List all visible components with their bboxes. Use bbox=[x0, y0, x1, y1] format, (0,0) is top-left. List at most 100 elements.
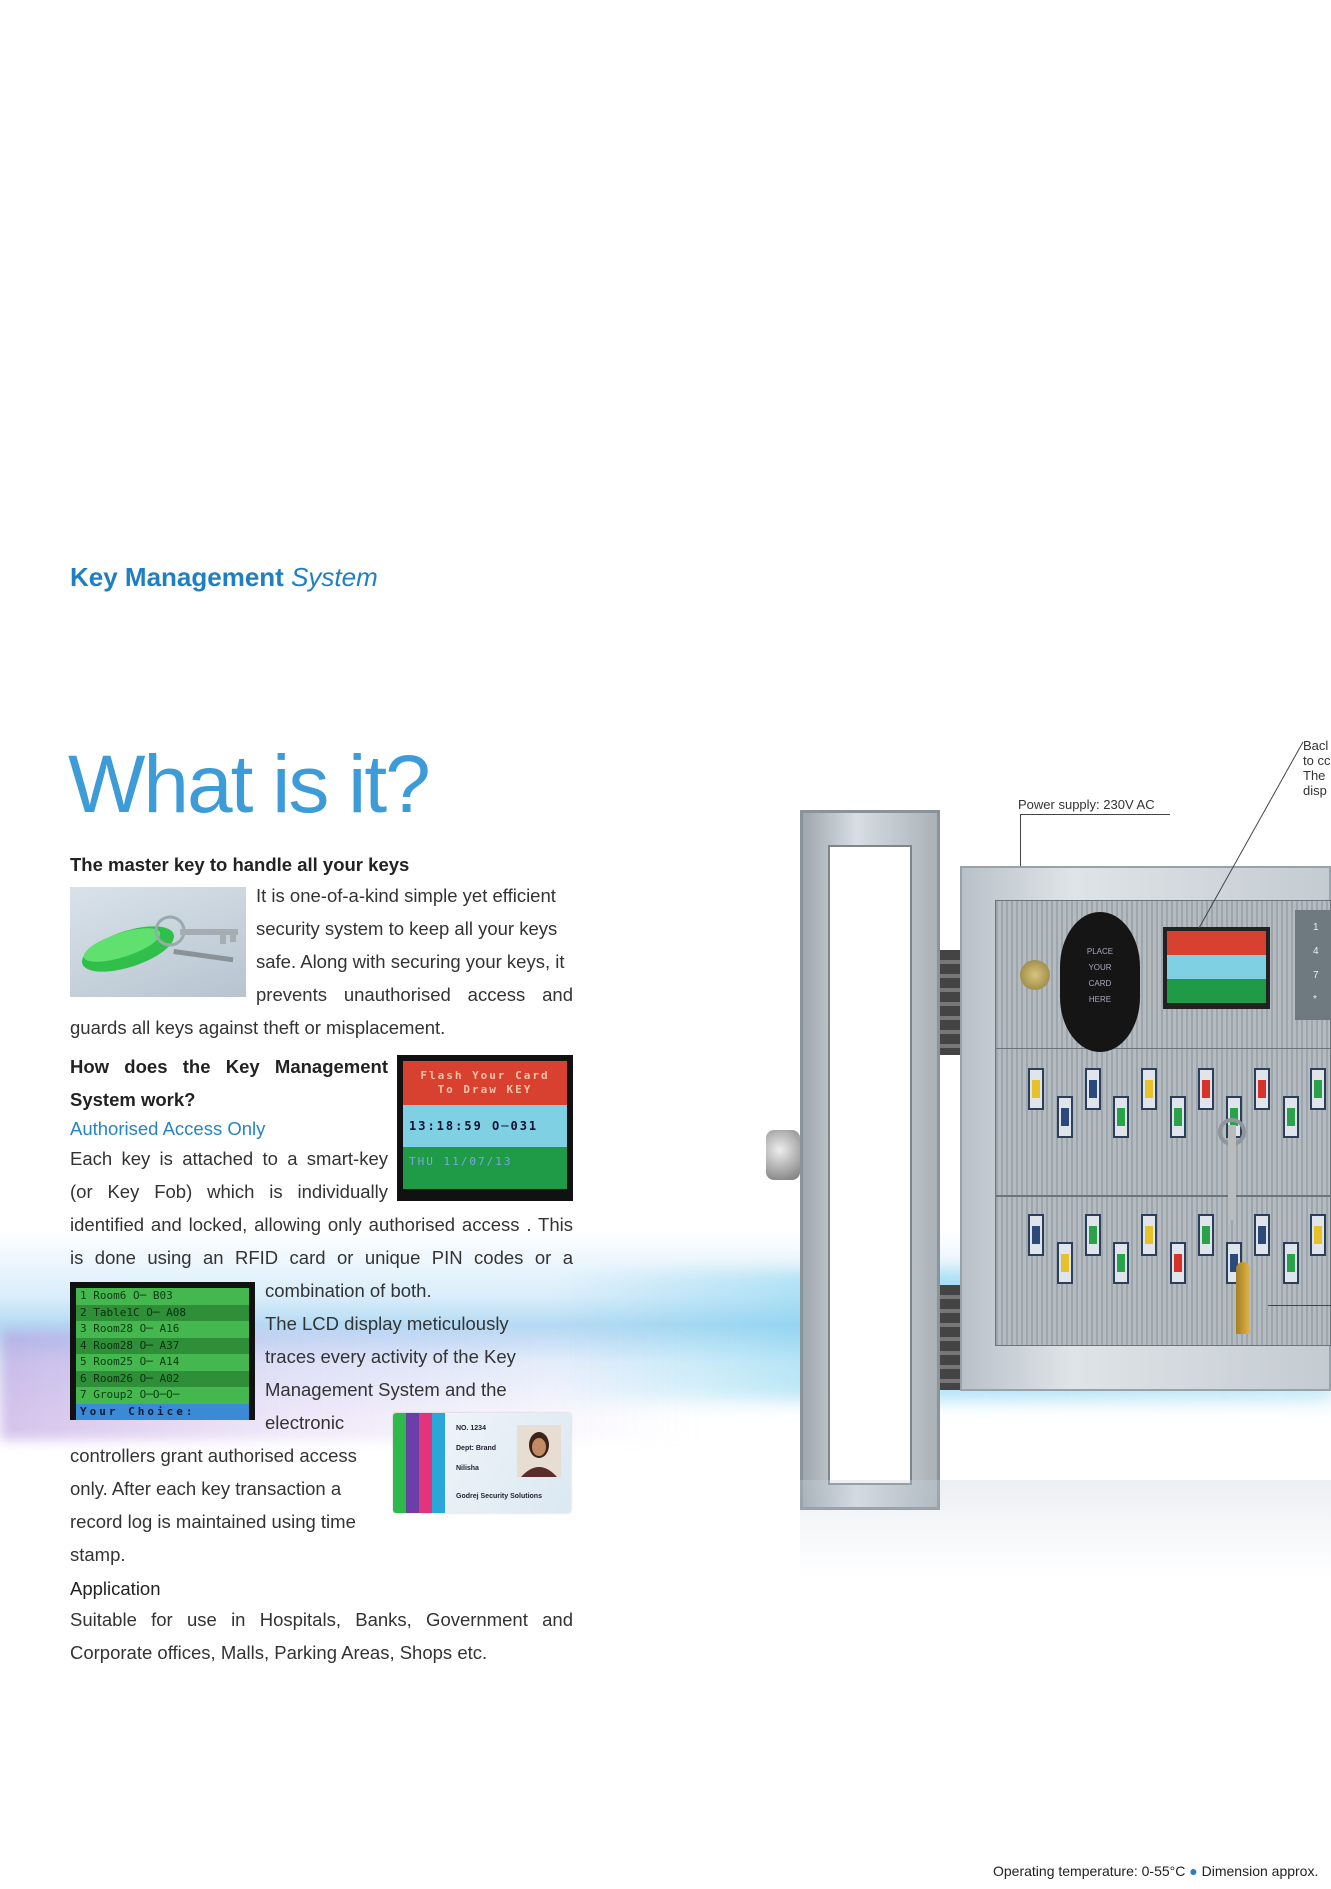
silver-key-shaft bbox=[1228, 1125, 1236, 1220]
key-slot bbox=[1310, 1214, 1326, 1256]
section2-line: The LCD display meticulously bbox=[265, 1313, 509, 1334]
cabinet-lcd bbox=[1163, 927, 1270, 1009]
key-slot bbox=[1113, 1242, 1129, 1284]
backlit-callout-line bbox=[1198, 741, 1304, 929]
section2-line: identified and locked, allowing only aut… bbox=[70, 1214, 573, 1235]
section1-line: safe. Along with securing your keys, it bbox=[256, 951, 565, 972]
card-stripe-pink bbox=[419, 1413, 432, 1513]
power-supply-callout: Power supply: 230V AC bbox=[1018, 797, 1155, 812]
callout-line bbox=[1268, 1305, 1331, 1306]
reader-text-line: PLACE bbox=[1086, 947, 1114, 956]
callout-line bbox=[1020, 814, 1170, 815]
card-stripe-green bbox=[393, 1413, 406, 1513]
lcd-display-key-list: 1 Room6 O─ B03 2 Table1C O─ A08 3 Room28… bbox=[70, 1282, 255, 1420]
reader-text-line: HERE bbox=[1088, 995, 1112, 1004]
cabinet-hinge bbox=[940, 1285, 962, 1390]
section2-line: Each key is attached to a smart-key bbox=[70, 1148, 388, 1169]
callout-line bbox=[1020, 814, 1021, 866]
bullet-dot-icon: ● bbox=[1189, 1863, 1198, 1879]
card-photo bbox=[517, 1425, 561, 1477]
keypad-keys: 1 4 7 * bbox=[1295, 910, 1331, 1012]
callout-line-text: The bbox=[1303, 768, 1326, 783]
card-name: Nilisha bbox=[456, 1465, 479, 1472]
callout-line-text: to cc bbox=[1303, 753, 1331, 768]
callout-line-text: Bacl bbox=[1303, 738, 1329, 753]
lcd-display-draw-key: Flash Your Card To Draw KEY 13:18:59 O─0… bbox=[397, 1055, 573, 1201]
lcd2-row: 6 Room26 O─ A02 bbox=[76, 1370, 249, 1387]
callout-line-text: disp bbox=[1303, 783, 1327, 798]
header-title-bold: Key Management bbox=[70, 562, 284, 592]
section2-line: traces every activity of the Key bbox=[265, 1346, 516, 1367]
lcd2-choice: Your Choice: bbox=[76, 1403, 249, 1420]
section3-line: Corporate offices, Malls, Parking Areas,… bbox=[70, 1642, 488, 1663]
section2-line: record log is maintained using time bbox=[70, 1511, 356, 1532]
rfid-id-card: NO. 1234 Dept: Brand Nilisha Godrej Secu… bbox=[393, 1413, 571, 1513]
section2-line: electronic bbox=[265, 1412, 345, 1433]
section2-line: Management System and the bbox=[265, 1379, 507, 1400]
lcd2-row: 5 Room25 O─ A14 bbox=[76, 1354, 249, 1371]
lcd1-row1a: Flash Your Card bbox=[420, 1069, 550, 1082]
key-slot bbox=[1310, 1068, 1326, 1110]
section2-title-line2: System work? bbox=[70, 1089, 196, 1110]
lock-icon bbox=[1020, 960, 1050, 990]
lcd2-row: 2 Table1C O─ A08 bbox=[76, 1304, 249, 1321]
lcd1-row1: Flash Your Card To Draw KEY bbox=[403, 1061, 567, 1105]
key-slot bbox=[1283, 1242, 1299, 1284]
section2-line: combination of both. bbox=[265, 1280, 432, 1301]
footer-temperature: Operating temperature: 0-55°C bbox=[993, 1863, 1186, 1879]
section1-line: prevents unauthorised access and bbox=[256, 984, 573, 1005]
card-stripe-blue bbox=[432, 1413, 445, 1513]
cabinet-keypad: 1 4 7 * bbox=[1295, 910, 1331, 1020]
key-slot bbox=[1141, 1214, 1157, 1256]
key-slot bbox=[1085, 1214, 1101, 1256]
section2-line: stamp. bbox=[70, 1544, 126, 1565]
keypad-key: 4 bbox=[1313, 946, 1319, 957]
key-slot bbox=[1198, 1068, 1214, 1110]
section1-title: The master key to handle all your keys bbox=[70, 854, 410, 875]
key-slot bbox=[1254, 1068, 1270, 1110]
lcd2-row: 3 Room28 O─ A16 bbox=[76, 1321, 249, 1338]
section2-text-b: identified and locked, allowing only aut… bbox=[70, 1208, 573, 1274]
card-stripe-purple bbox=[406, 1413, 419, 1513]
section2-text-a: Each key is attached to a smart-key (or … bbox=[70, 1142, 388, 1208]
card-number: NO. 1234 bbox=[456, 1425, 486, 1432]
section3-line: Suitable for use in Hospitals, Banks, Go… bbox=[70, 1609, 573, 1630]
section3-title: Application bbox=[70, 1578, 161, 1599]
reader-text: PLACE YOUR CARD HERE bbox=[1080, 944, 1120, 1008]
cabinet-hinge bbox=[940, 950, 962, 1055]
keypad-key: 7 bbox=[1313, 970, 1319, 981]
lcd1-row2: 13:18:59 O─031 bbox=[403, 1105, 567, 1147]
key-slot bbox=[1057, 1096, 1073, 1138]
rfid-reader bbox=[1060, 912, 1140, 1052]
page-heading: What is it? bbox=[68, 739, 431, 830]
reader-text-line: YOUR bbox=[1088, 963, 1112, 972]
key-slot bbox=[1170, 1096, 1186, 1138]
section1-line: guards all keys against theft or misplac… bbox=[70, 1017, 446, 1038]
lcd2-row: 4 Room28 O─ A37 bbox=[76, 1337, 249, 1354]
card-company: Godrej Security Solutions bbox=[456, 1493, 542, 1500]
key-slot bbox=[1028, 1068, 1044, 1110]
key-slot bbox=[1113, 1096, 1129, 1138]
lcd1-row3: THU 11/07/13 bbox=[403, 1147, 567, 1189]
keypad-key: * bbox=[1313, 994, 1317, 1005]
key-slot bbox=[1198, 1214, 1214, 1256]
key-slot bbox=[1283, 1096, 1299, 1138]
key-slot bbox=[1141, 1068, 1157, 1110]
section2-text-c: combination of both. The LCD display met… bbox=[265, 1274, 545, 1439]
section2-text-d: controllers grant authorised access only… bbox=[70, 1439, 380, 1571]
section2-line: only. After each key transaction a bbox=[70, 1478, 342, 1499]
key-slot bbox=[1254, 1214, 1270, 1256]
lcd2-row: 1 Room6 O─ B03 bbox=[76, 1288, 249, 1305]
lcd1-row1b: To Draw KEY bbox=[437, 1083, 533, 1096]
footer-dimension: Dimension approx. bbox=[1201, 1863, 1319, 1879]
section1-text: It is one-of-a-kind simple yet efficient… bbox=[256, 879, 573, 1011]
key-panel-upper bbox=[995, 1048, 1331, 1196]
section2-line: (or Key Fob) which is individually bbox=[70, 1181, 388, 1202]
section3-text: Suitable for use in Hospitals, Banks, Go… bbox=[70, 1603, 573, 1669]
section2-subtitle: Authorised Access Only bbox=[70, 1118, 266, 1139]
cabinet-door-window bbox=[828, 845, 912, 1485]
section1-line: security system to keep all your keys bbox=[256, 918, 558, 939]
backlit-display-callout: Bacl to cc The disp bbox=[1303, 738, 1330, 798]
key-panel-lower bbox=[995, 1196, 1331, 1346]
section1-line: It is one-of-a-kind simple yet efficient bbox=[256, 885, 556, 906]
